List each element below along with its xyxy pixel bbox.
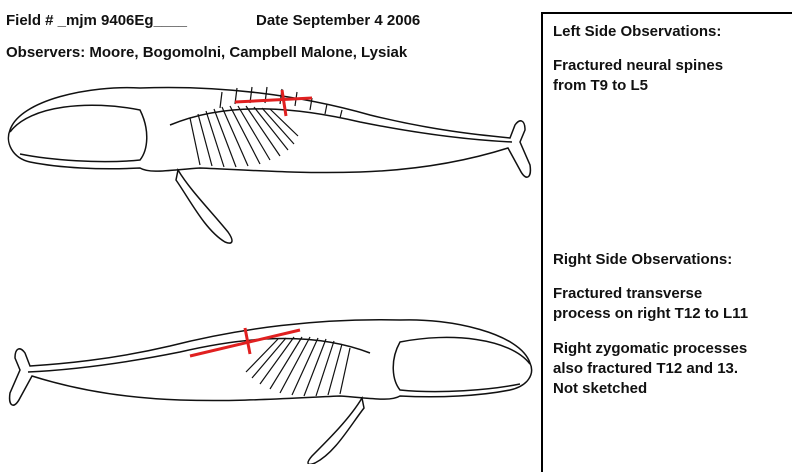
right-side-heading: Right Side Observations: [553,250,732,270]
whale-ribs [246,337,350,396]
left-side-observation: Fractured neural spines from T9 to L5 [553,56,723,96]
whale-head-outline [10,105,147,161]
right-side-observation-2: Right zygomatic processes also fractured… [553,339,747,399]
whale-body-outline [10,320,532,405]
observations-panel: Left Side Observations: Fractured neural… [541,12,792,472]
whale-head-outline [393,337,530,391]
field-number: Field # _mjm 9406Eg____ [6,12,187,29]
whale-right-side-sketch [0,298,540,464]
whale-ribs [190,106,298,167]
whale-flipper-outline [176,170,232,243]
left-side-heading: Left Side Observations: [553,22,721,42]
whale-left-side-sketch [0,70,540,245]
observation-date: Date September 4 2006 [256,12,420,29]
observers-list: Observers: Moore, Bogomolni, Campbell Ma… [6,44,407,61]
whale-flipper-outline [308,398,364,464]
right-side-observation-1: Fractured transverse process on right T1… [553,284,748,324]
